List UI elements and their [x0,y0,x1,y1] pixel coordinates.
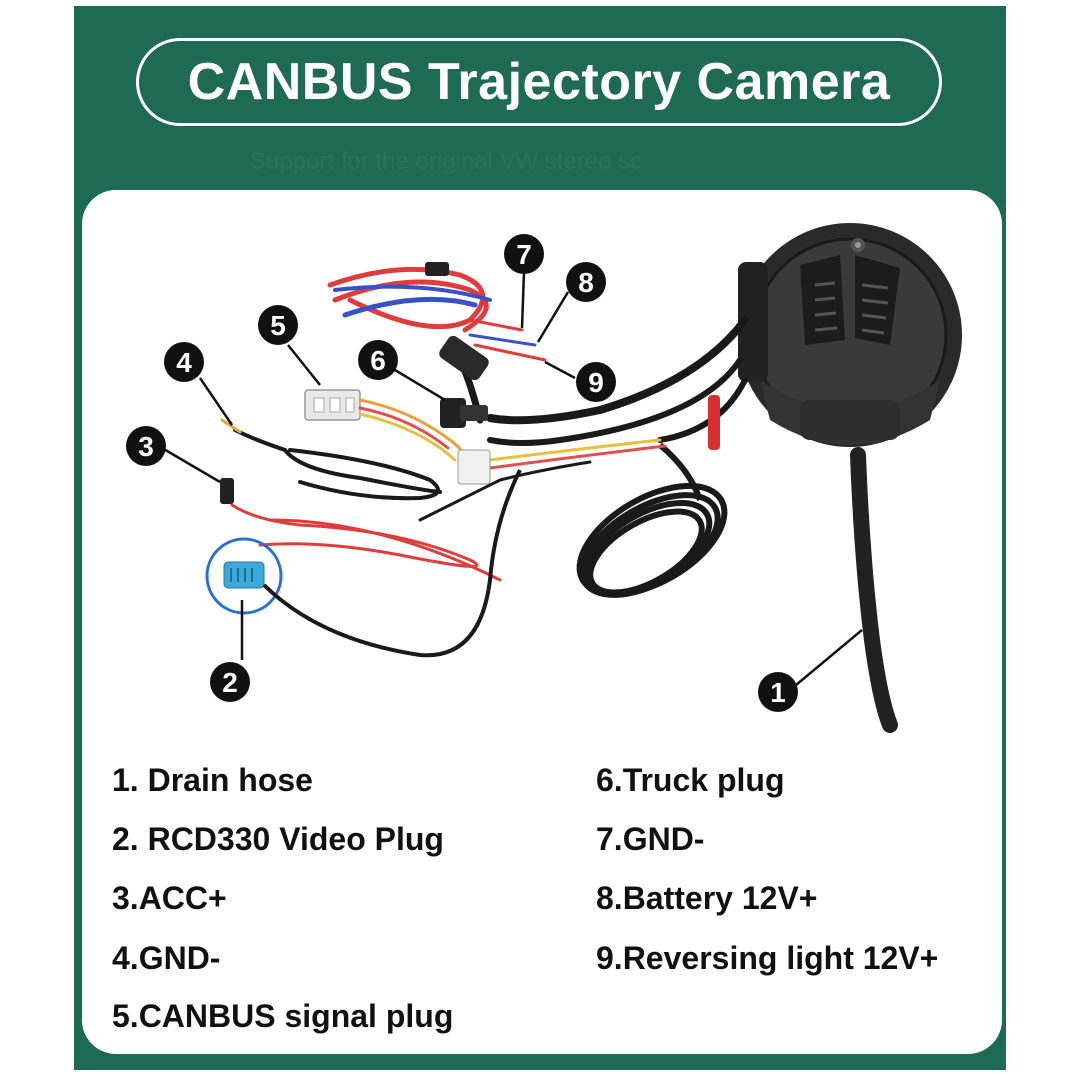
signal-wires [358,398,667,485]
legend-item-3: 3.ACC+ [112,880,227,916]
camera-unit-image [738,223,962,447]
svg-text:2: 2 [222,667,238,698]
legend-item-5: 5.CANBUS signal plug [112,998,454,1034]
svg-text:4: 4 [176,347,192,378]
svg-text:7: 7 [516,239,532,270]
svg-text:5: 5 [270,310,286,341]
svg-text:3: 3 [138,431,154,462]
legend-item-9: 9.Reversing light 12V+ [596,940,939,976]
gnd-wire [220,418,442,501]
acc-wire [220,460,592,582]
wiring-diagram: 1 2 3 4 5 6 7 8 9 [126,223,962,733]
page-title: CANBUS Trajectory Camera [187,53,891,111]
callout-4: 4 [164,342,204,382]
canbus-signal-plug [304,389,361,421]
callout-9: 9 [576,362,616,402]
round-connector [439,335,489,381]
callout-8: 8 [566,262,606,302]
legend-item-2: 2. RCD330 Video Plug [112,821,444,857]
truck-plug-connector [440,398,488,428]
callout-5: 5 [258,305,298,345]
callout-3: 3 [126,426,166,466]
drain-hose [850,447,898,733]
legend-item-7: 7.GND- [596,821,705,857]
legend-item-8: 8.Battery 12V+ [596,880,818,916]
svg-text:8: 8 [578,267,594,298]
callout-2: 2 [210,662,250,702]
subtitle: Support for the original VW stereo sc [250,148,643,175]
callout-leaders [161,271,863,691]
legend-item-4: 4.GND- [112,940,221,976]
svg-text:9: 9 [588,367,604,398]
power-wire-bundle [327,262,547,362]
legend-item-6: 6.Truck plug [596,762,785,798]
callout-7: 7 [504,234,544,274]
svg-text:1: 1 [770,677,786,708]
rcd330-video-plug [205,469,522,658]
legend-item-1: 1. Drain hose [112,762,313,798]
title-banner: CANBUS Trajectory Camera [136,38,942,126]
coiled-cable [576,442,728,598]
callout-6: 6 [358,340,398,380]
callout-1: 1 [758,672,798,712]
svg-text:6: 6 [370,345,386,376]
